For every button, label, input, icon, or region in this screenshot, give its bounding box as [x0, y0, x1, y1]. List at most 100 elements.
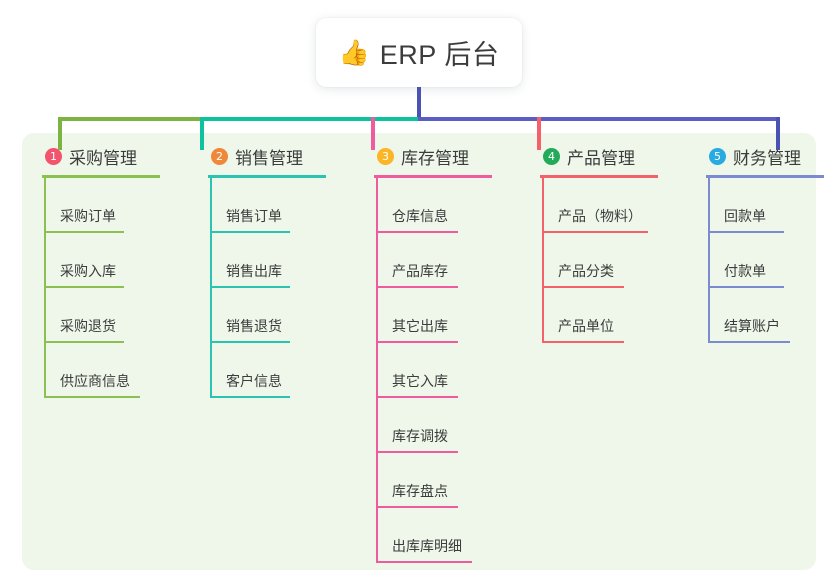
connector-bus-segment-teal: [200, 117, 420, 121]
root-node-erp-backend[interactable]: 👍 ERP 后台: [316, 18, 522, 87]
branch-number-badge: 1: [45, 147, 62, 165]
connector-drop-inventory: [371, 117, 375, 150]
leaf-item[interactable]: 销售订单: [196, 178, 356, 233]
connector-bus-segment-indigo: [418, 117, 780, 121]
branch-inventory: 3 库存管理仓库信息产品库存其它出库其它入库库存调拨库存盘点出库库明细: [362, 143, 527, 563]
connector-drop-sales: [200, 117, 204, 150]
branch-number-badge: 2: [211, 147, 228, 165]
branch-title-inventory: 库存管理: [401, 148, 469, 168]
leaf-item[interactable]: 产品分类: [528, 233, 693, 288]
leaf-list-purchase: 采购订单采购入库采购退货供应商信息: [30, 178, 190, 398]
leaf-item-label: 客户信息: [226, 373, 282, 389]
leaf-spine: [210, 178, 212, 398]
leaf-item[interactable]: 供应商信息: [30, 343, 190, 398]
leaf-item-underline: [44, 341, 124, 343]
leaf-item-label: 库存调拨: [392, 428, 448, 444]
leaf-spine: [376, 178, 378, 563]
leaf-item[interactable]: 产品库存: [362, 233, 527, 288]
branch-number-badge: 3: [377, 147, 394, 165]
leaf-item-underline: [376, 231, 458, 233]
leaf-item-label: 付款单: [724, 263, 766, 279]
leaf-item-label: 其它出库: [392, 318, 448, 334]
branch-header-inventory[interactable]: 3 库存管理: [362, 143, 527, 169]
branch-header-product[interactable]: 4 产品管理: [528, 143, 693, 169]
leaf-list-finance: 回款单付款单结算账户: [694, 178, 839, 343]
branch-purchase: 1 采购管理采购订单采购入库采购退货供应商信息: [30, 143, 190, 398]
connector-drop-finance: [776, 117, 780, 150]
leaf-item[interactable]: 出库库明细: [362, 508, 527, 563]
thumbs-up-icon: 👍: [338, 39, 370, 67]
leaf-item-label: 产品库存: [392, 263, 448, 279]
leaf-item-underline: [376, 341, 458, 343]
leaf-item[interactable]: 其它入库: [362, 343, 527, 398]
leaf-item[interactable]: 付款单: [694, 233, 839, 288]
branch-header-finance[interactable]: 5 财务管理: [694, 143, 839, 169]
leaf-item-label: 产品（物料）: [558, 208, 642, 224]
leaf-item-underline: [210, 341, 290, 343]
leaf-item-label: 销售订单: [226, 208, 282, 224]
root-node-label: ERP 后台: [379, 40, 500, 70]
leaf-spine: [44, 178, 46, 398]
leaf-item-label: 仓库信息: [392, 208, 448, 224]
leaf-item-label: 销售退货: [226, 318, 282, 334]
leaf-item-underline: [376, 396, 458, 398]
diagram-panel: [22, 133, 816, 570]
leaf-item-label: 结算账户: [724, 318, 780, 334]
connector-drop-product: [537, 117, 541, 150]
branch-underline-purchase: [42, 175, 160, 178]
connector-drop-purchase: [58, 117, 62, 150]
leaf-item-underline: [376, 506, 458, 508]
leaf-item-underline: [708, 231, 784, 233]
leaf-item[interactable]: 仓库信息: [362, 178, 527, 233]
leaf-item[interactable]: 采购订单: [30, 178, 190, 233]
leaf-item[interactable]: 采购入库: [30, 233, 190, 288]
leaf-item-underline: [44, 396, 140, 398]
leaf-item-underline: [376, 561, 472, 563]
leaf-item[interactable]: 其它出库: [362, 288, 527, 343]
leaf-item[interactable]: 客户信息: [196, 343, 356, 398]
leaf-item[interactable]: 结算账户: [694, 288, 839, 343]
branch-title-purchase: 采购管理: [69, 148, 137, 168]
leaf-list-sales: 销售订单销售出库销售退货客户信息: [196, 178, 356, 398]
leaf-item-label: 其它入库: [392, 373, 448, 389]
leaf-item-label: 回款单: [724, 208, 766, 224]
branch-title-product: 产品管理: [567, 148, 635, 168]
leaf-item[interactable]: 采购退货: [30, 288, 190, 343]
leaf-item-label: 产品单位: [558, 318, 614, 334]
branch-number-badge: 4: [543, 147, 560, 165]
connector-root-stem: [417, 86, 421, 119]
leaf-item-label: 供应商信息: [60, 373, 130, 389]
leaf-item[interactable]: 回款单: [694, 178, 839, 233]
leaf-item-underline: [44, 231, 124, 233]
leaf-item-underline: [376, 286, 458, 288]
branch-underline-sales: [208, 175, 326, 178]
leaf-item-underline: [210, 396, 290, 398]
branch-header-purchase[interactable]: 1 采购管理: [30, 143, 190, 169]
leaf-item-label: 产品分类: [558, 263, 614, 279]
leaf-item[interactable]: 库存调拨: [362, 398, 527, 453]
branch-underline-finance: [706, 175, 824, 178]
leaf-item-underline: [708, 286, 784, 288]
branch-title-finance: 财务管理: [733, 148, 801, 168]
leaf-item-underline: [210, 231, 290, 233]
leaf-item-underline: [44, 286, 124, 288]
leaf-item[interactable]: 库存盘点: [362, 453, 527, 508]
leaf-item-underline: [210, 286, 290, 288]
leaf-item-label: 销售出库: [226, 263, 282, 279]
leaf-item-label: 采购退货: [60, 318, 116, 334]
leaf-spine: [542, 178, 544, 343]
connector-bus-segment-green: [58, 117, 202, 121]
leaf-item-label: 采购入库: [60, 263, 116, 279]
leaf-item-underline: [376, 451, 458, 453]
branch-number-badge: 5: [709, 147, 726, 165]
branch-underline-product: [540, 175, 658, 178]
leaf-item[interactable]: 产品（物料）: [528, 178, 693, 233]
leaf-item[interactable]: 销售出库: [196, 233, 356, 288]
leaf-item[interactable]: 销售退货: [196, 288, 356, 343]
leaf-list-inventory: 仓库信息产品库存其它出库其它入库库存调拨库存盘点出库库明细: [362, 178, 527, 563]
leaf-item-underline: [708, 341, 790, 343]
leaf-list-product: 产品（物料） 产品分类产品单位: [528, 178, 693, 343]
leaf-item[interactable]: 产品单位: [528, 288, 693, 343]
